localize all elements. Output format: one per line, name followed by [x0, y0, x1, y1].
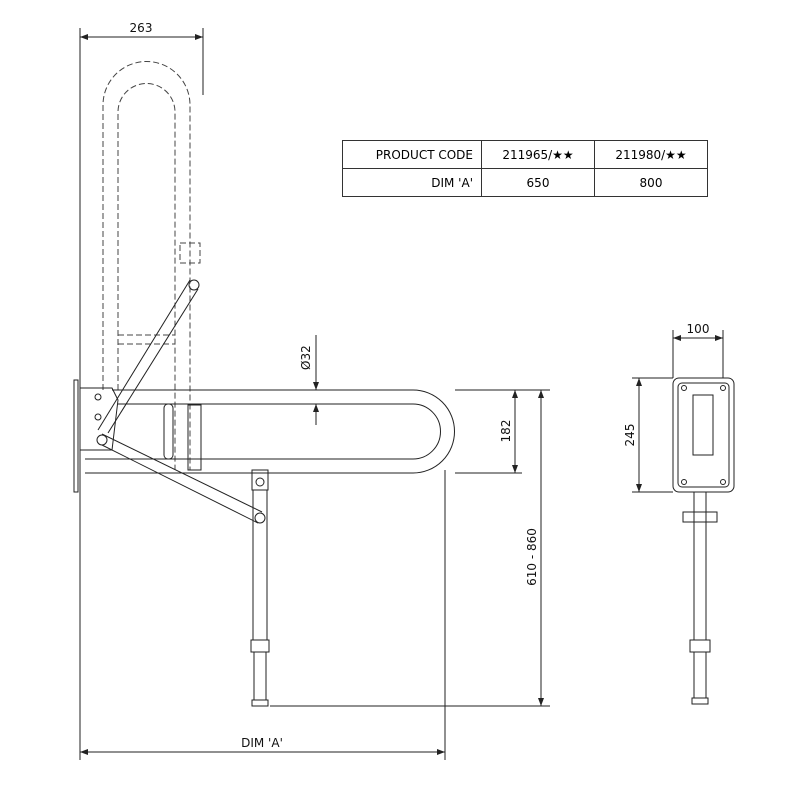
table-row: PRODUCT CODE 211965/★★ 211980/★★ [342, 140, 708, 169]
dimension-a: DIM 'A' [80, 470, 446, 760]
dim-a-label: DIM 'A' [241, 736, 283, 750]
side-view: 100 245 [623, 322, 735, 705]
cell: 800 [594, 168, 708, 197]
dim-263-label: 263 [130, 21, 153, 35]
dimension-height: 610 - 860 [270, 390, 550, 707]
dim-height-label: 610 - 860 [525, 528, 539, 586]
row-label: PRODUCT CODE [342, 140, 482, 169]
row-label: DIM 'A' [342, 168, 482, 197]
dim-245-label: 245 [623, 424, 637, 447]
dim-182-label: 182 [499, 420, 513, 443]
dimension-263: 263 [79, 21, 204, 760]
support-leg [250, 469, 270, 707]
dim-100-label: 100 [687, 322, 710, 336]
table-row: DIM 'A' 650 800 [342, 168, 708, 197]
dimension-diameter: Ø32 [299, 335, 319, 425]
product-code-table: PRODUCT CODE 211965/★★ 211980/★★ DIM 'A'… [342, 140, 708, 197]
dim-diameter-label: Ø32 [299, 345, 313, 370]
dimension-182: 182 [455, 389, 550, 474]
raised-handle-ghost [102, 61, 201, 470]
cell: 211965/★★ [481, 140, 595, 169]
wall-plate [73, 379, 119, 493]
struts [96, 279, 266, 524]
grab-bar [85, 389, 455, 474]
